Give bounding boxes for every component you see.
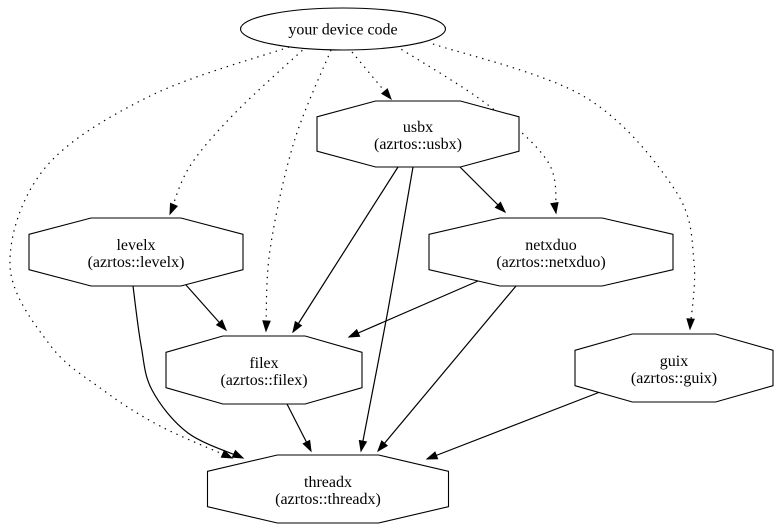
edge-guix-threadx: [426, 391, 601, 460]
edge-usbx-threadx: [360, 166, 414, 452]
arrowhead-filex-threadx: [302, 439, 312, 453]
arrowhead-usbx-filex: [292, 320, 303, 334]
node-label-usbx-line2: (azrtos::usbx): [374, 136, 462, 153]
node-label-levelx-line1: levelx: [116, 237, 155, 254]
edge-levelx-threadx: [132, 285, 244, 459]
arrowhead-device-guix: [686, 318, 695, 331]
node-label-device-line1: your device code: [288, 22, 397, 39]
edge-device-threadx: [9, 46, 290, 459]
node-usbx: usbx(azrtos::usbx): [316, 100, 520, 168]
device-ellipse-shape: [239, 7, 447, 51]
node-guix: guix(azrtos::guix): [574, 333, 774, 403]
arrowhead-usbx-netxduo: [494, 201, 507, 214]
threadx-octagon-shape: [206, 454, 450, 524]
guix-octagon-shape: [574, 333, 774, 403]
node-label-filex-line1: filex: [249, 355, 278, 372]
usbx-octagon-shape: [316, 100, 520, 168]
arrowhead-netxduo-threadx: [377, 440, 389, 453]
arrowhead-usbx-threadx: [358, 439, 368, 453]
nodes-layer: your device codeusbx(azrtos::usbx)levelx…: [28, 7, 774, 524]
node-filex: filex(azrtos::filex): [165, 335, 363, 405]
arrowhead-device-filex: [262, 320, 271, 333]
node-label-netxduo-line1: netxduo: [525, 237, 577, 254]
netxduo-octagon-shape: [428, 217, 674, 287]
node-levelx: levelx(azrtos::levelx): [28, 217, 244, 287]
node-label-usbx-line1: usbx: [403, 119, 433, 136]
node-netxduo: netxduo(azrtos::netxduo): [428, 217, 674, 287]
node-label-threadx-line1: threadx: [304, 474, 352, 491]
arrowhead-levelx-filex: [215, 319, 227, 332]
arrowhead-device-netxduo: [550, 201, 559, 215]
edge-device-levelx: [169, 45, 308, 215]
levelx-octagon-shape: [28, 217, 244, 287]
node-label-filex-line2: (azrtos::filex): [220, 372, 307, 389]
node-label-threadx-line2: (azrtos::threadx): [275, 491, 381, 508]
edge-netxduo-filex: [348, 280, 479, 338]
node-label-netxduo-line2: (azrtos::netxduo): [496, 254, 605, 271]
arrowhead-netxduo-filex: [347, 328, 361, 338]
arrowhead-guix-threadx: [425, 451, 439, 460]
node-label-guix-line2: (azrtos::guix): [631, 370, 717, 387]
node-device: your device code: [239, 7, 447, 51]
edge-usbx-netxduo: [459, 166, 506, 213]
filex-octagon-shape: [165, 335, 363, 405]
arrowhead-device-usbx: [380, 88, 392, 101]
node-label-levelx-line2: (azrtos::levelx): [88, 254, 185, 271]
arrowhead-levelx-threadx: [231, 449, 245, 459]
arrowhead-device-levelx: [169, 202, 179, 216]
node-label-guix-line1: guix: [660, 353, 688, 370]
arrowhead-device-threadx: [220, 449, 234, 459]
node-threadx: threadx(azrtos::threadx): [206, 454, 450, 524]
edge-usbx-filex: [292, 166, 399, 333]
edge-device-filex: [265, 49, 332, 332]
edge-netxduo-threadx: [377, 285, 517, 452]
